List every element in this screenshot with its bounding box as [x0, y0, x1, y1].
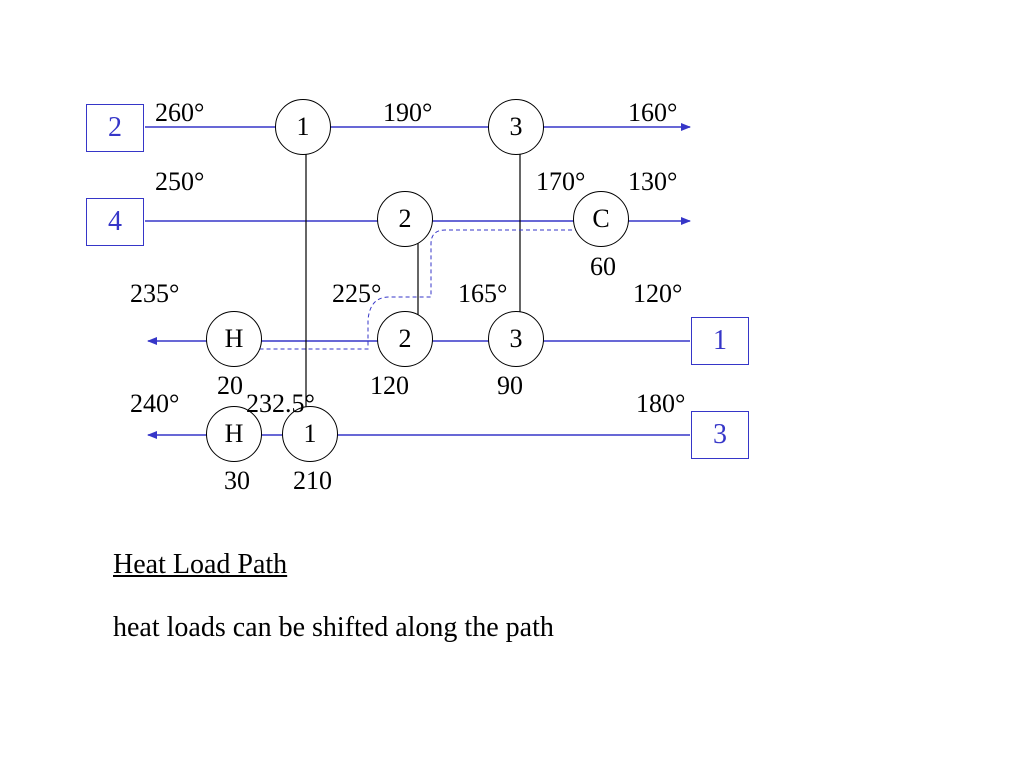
heat-load-path — [233, 229, 600, 350]
temp-label: 260° — [155, 98, 205, 127]
heater-node-row3[interactable]: H — [206, 311, 262, 367]
note-text: heat loads can be shifted along the path — [113, 612, 554, 643]
exchanger-2-row3[interactable]: 2 — [377, 311, 433, 367]
stream-box-4[interactable]: 4 — [86, 198, 144, 246]
temp-label: 250° — [155, 167, 205, 196]
load-label-heater-row4: 30 — [224, 466, 250, 495]
temp-label: 190° — [383, 98, 433, 127]
temp-label: 165° — [458, 279, 508, 308]
temp-label: 240° — [130, 389, 180, 418]
stream-box-2[interactable]: 2 — [86, 104, 144, 152]
stream-box-1[interactable]: 1 — [691, 317, 749, 365]
heater-node-row4[interactable]: H — [206, 406, 262, 462]
heading: Heat Load Path — [113, 549, 288, 580]
temp-label: 180° — [636, 389, 686, 418]
exchanger-1-row4[interactable]: 1 — [282, 406, 338, 462]
temp-label: 225° — [332, 279, 382, 308]
temp-label: 160° — [628, 98, 678, 127]
load-label-exchanger-1: 210 — [293, 466, 332, 495]
cooler-node[interactable]: C — [573, 191, 629, 247]
temp-label: 170° — [536, 167, 586, 196]
temp-label: 120° — [633, 279, 683, 308]
exchanger-1-top[interactable]: 1 — [275, 99, 331, 155]
exchanger-2-mid[interactable]: 2 — [377, 191, 433, 247]
temp-label: 232.5° — [246, 389, 315, 418]
load-label-exchanger-3: 90 — [497, 371, 523, 400]
temp-label: 130° — [628, 167, 678, 196]
load-label-heater-row3: 20 — [217, 371, 243, 400]
exchanger-3-top[interactable]: 3 — [488, 99, 544, 155]
temp-label: 235° — [130, 279, 180, 308]
load-label-exchanger-2: 120 — [370, 371, 409, 400]
exchanger-3-row3[interactable]: 3 — [488, 311, 544, 367]
stream-box-3[interactable]: 3 — [691, 411, 749, 459]
load-label-cooler: 60 — [590, 252, 616, 281]
